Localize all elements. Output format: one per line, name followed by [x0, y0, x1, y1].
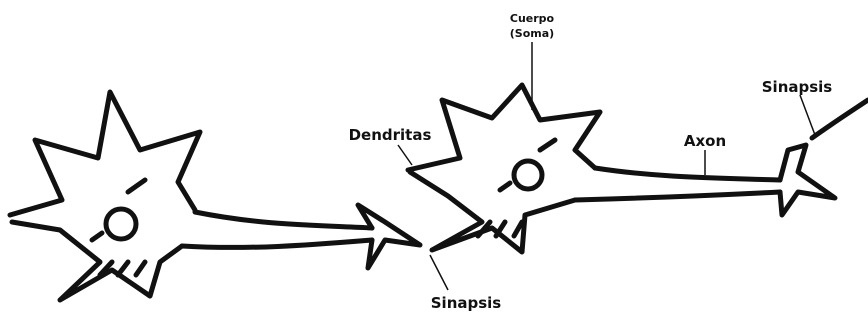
neuron-left-axon — [182, 212, 372, 247]
label-sinapsis-top: Sinapsis — [762, 78, 833, 96]
neuron-middle-terminal — [780, 145, 835, 215]
label-dendritas: Dendritas — [349, 126, 432, 144]
neuron-right-fragment — [812, 100, 868, 138]
label-axon: Axon — [684, 132, 726, 150]
leader-line-sinapsis-bottom — [430, 255, 448, 290]
label-soma: (Soma) — [510, 27, 554, 40]
neuron-middle-dendrite-lines — [478, 222, 522, 236]
neuron-middle-nucleus-tick — [500, 183, 510, 190]
neuron-middle-axon — [575, 168, 780, 200]
leader-line-dendritas — [398, 145, 412, 165]
neuron-middle — [408, 85, 835, 252]
label-cuerpo: Cuerpo — [510, 12, 555, 25]
neuron-middle-stripe — [540, 140, 555, 150]
leader-line-sinapsis-top — [800, 95, 815, 135]
neuron-middle-nucleus — [514, 161, 542, 189]
neuron-left-stripe — [128, 180, 145, 192]
neuron-left-terminal — [358, 205, 420, 268]
neuron-left — [10, 92, 420, 300]
neuron-left-nucleus-tick — [92, 233, 102, 240]
neuron-left-nucleus — [106, 209, 136, 239]
label-sinapsis-bottom: Sinapsis — [431, 294, 502, 312]
